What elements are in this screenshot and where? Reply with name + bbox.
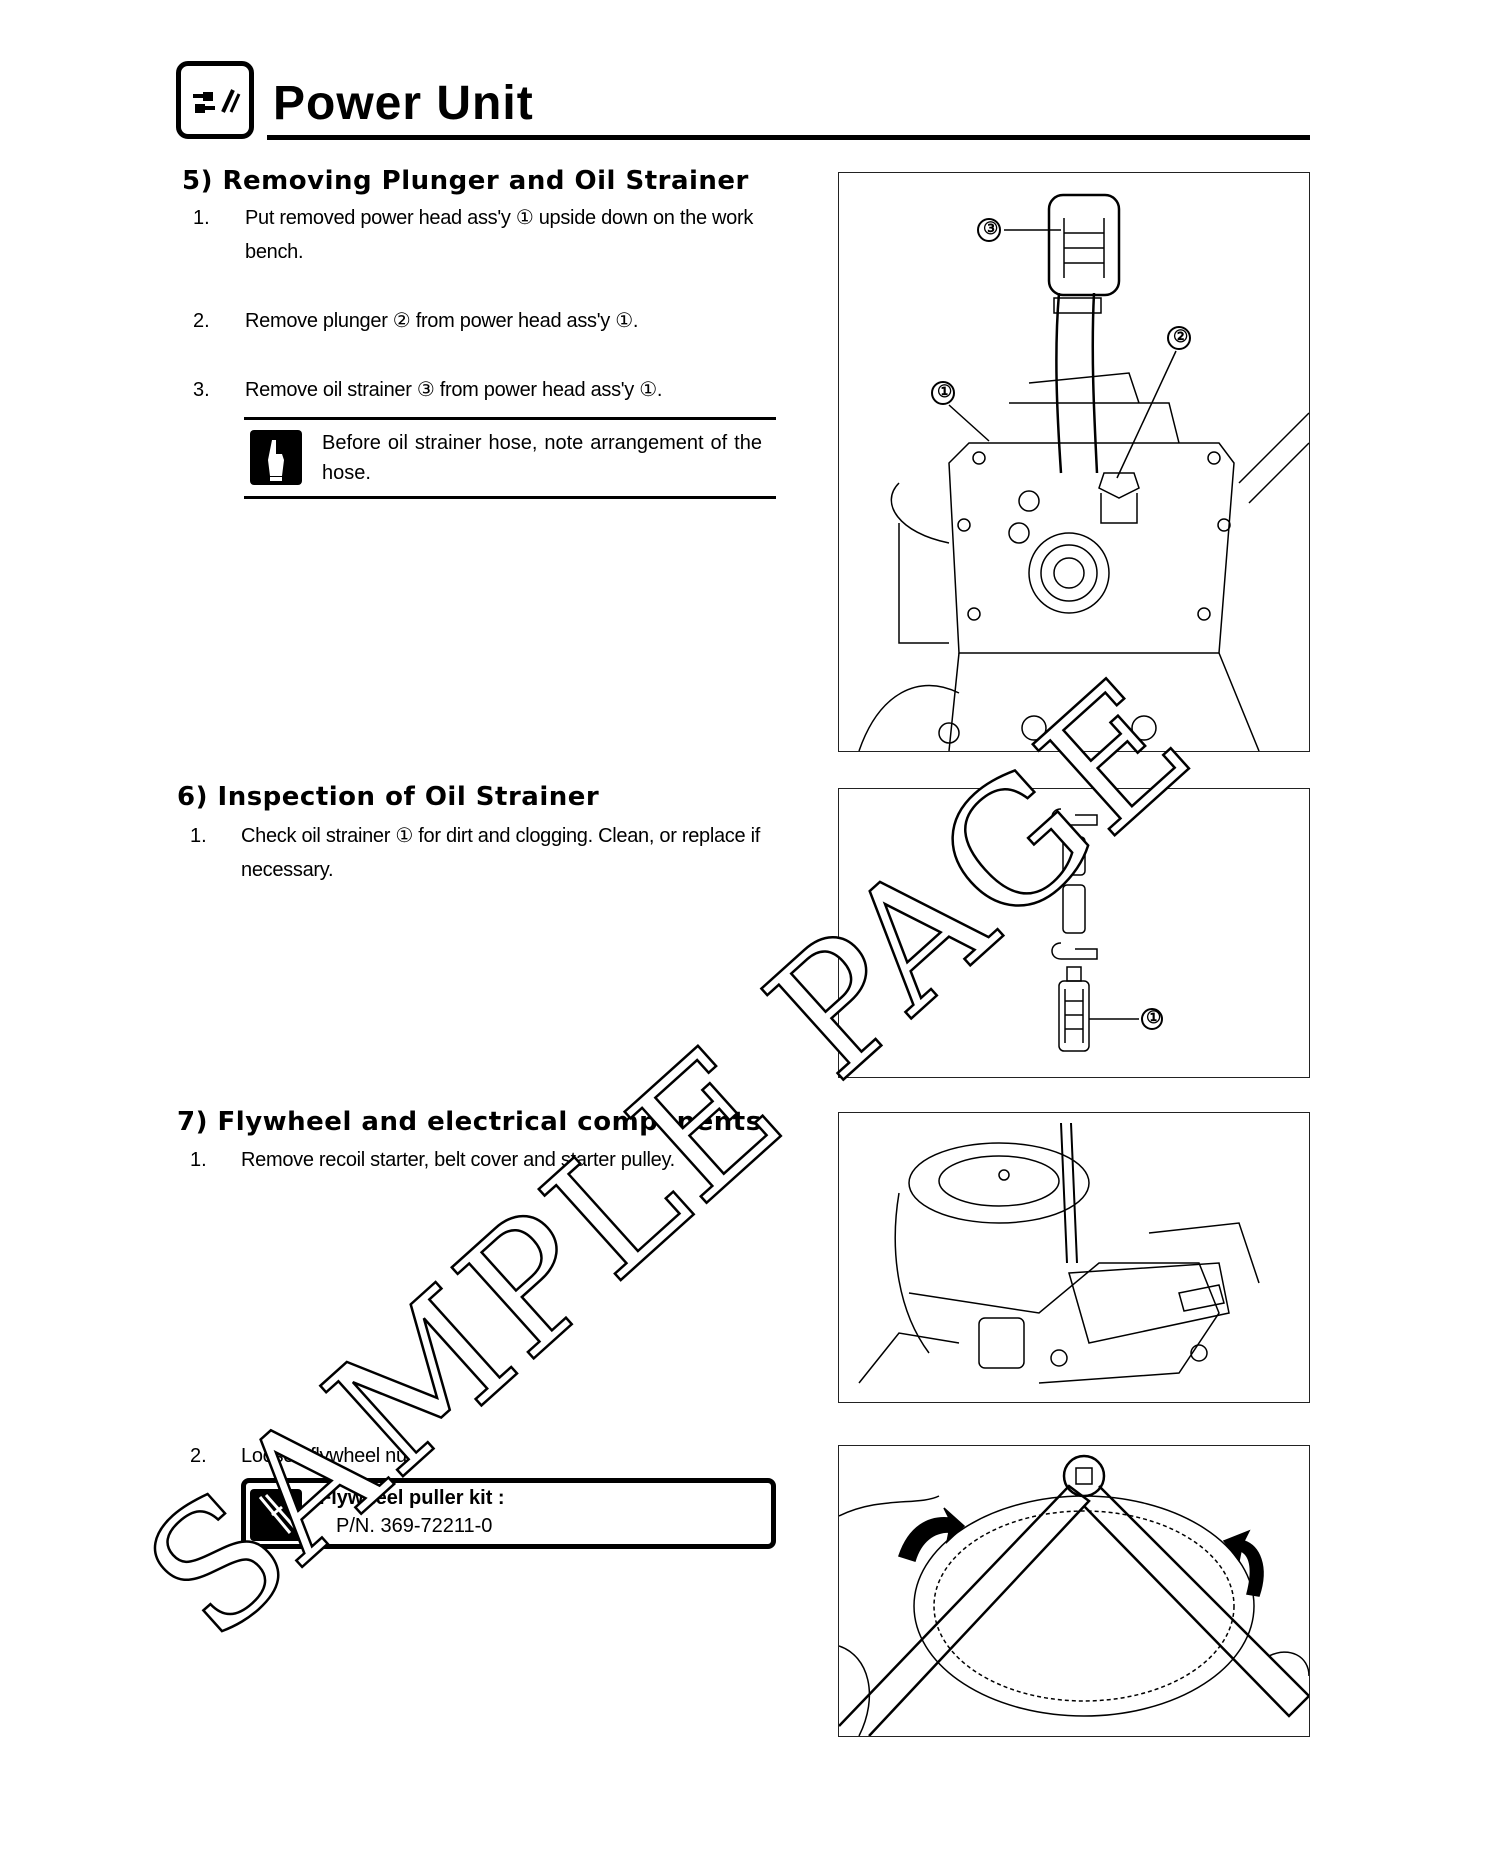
step-number: 3. [193, 379, 210, 401]
step-text: Remove oil strainer ③ from power head as… [245, 379, 663, 401]
caution-text: Before oil strainer hose, note arrangeme… [322, 432, 762, 484]
callout-1: ① [1146, 1008, 1162, 1027]
special-tool-icon [250, 1489, 302, 1541]
step-line: Check oil strainer ① for dirt and cloggi… [241, 825, 760, 847]
figure-flywheel-cover [838, 1112, 1310, 1403]
section-heading-6: 6) Inspection of Oil Strainer [177, 782, 600, 812]
step-number: 1. [190, 1149, 207, 1171]
section-heading-7: 7) Flywheel and electrical components [177, 1107, 762, 1137]
power-unit-icon [193, 89, 241, 113]
step-line: bench. [245, 241, 304, 263]
tool-part-number: P/N. 369-72211-0 [336, 1515, 493, 1537]
step-number: 1. [190, 825, 207, 847]
title-rule [267, 135, 1310, 140]
step-line: necessary. [241, 859, 334, 881]
callout-2: ② [1173, 327, 1189, 346]
step-text: Check oil strainer ① for dirt and cloggi… [241, 819, 760, 887]
section-icon [176, 61, 254, 139]
section-heading-5: 5) Removing Plunger and Oil Strainer [182, 166, 749, 196]
callout-3: ③ [983, 219, 999, 238]
figure-power-head: ③ ② ① [838, 172, 1310, 752]
step-number: 1. [193, 207, 210, 229]
caution-hand-icon [250, 430, 302, 485]
callout-1: ① [937, 382, 953, 401]
step-text: Remove plunger ② from power head ass'y ①… [245, 310, 639, 332]
step-line: Put removed power head ass'y ① upside do… [245, 207, 754, 229]
caution-note: Before oil strainer hose, note arrangeme… [244, 417, 776, 499]
figure-oil-strainer: ① [838, 788, 1310, 1078]
page-title: Power Unit [273, 77, 534, 130]
step-text: Put removed power head ass'y ① upside do… [245, 201, 753, 269]
tool-name: Flywheel puller kit : [319, 1487, 505, 1509]
step-number: 2. [193, 310, 210, 332]
figure-flywheel-nut [838, 1445, 1310, 1737]
special-tool-box: Flywheel puller kit : P/N. 369-72211-0 [241, 1478, 776, 1549]
step-text: Loosen flywheel nut. [241, 1445, 418, 1467]
step-number: 2. [190, 1445, 207, 1467]
step-text: Remove recoil starter, belt cover and st… [241, 1149, 675, 1171]
